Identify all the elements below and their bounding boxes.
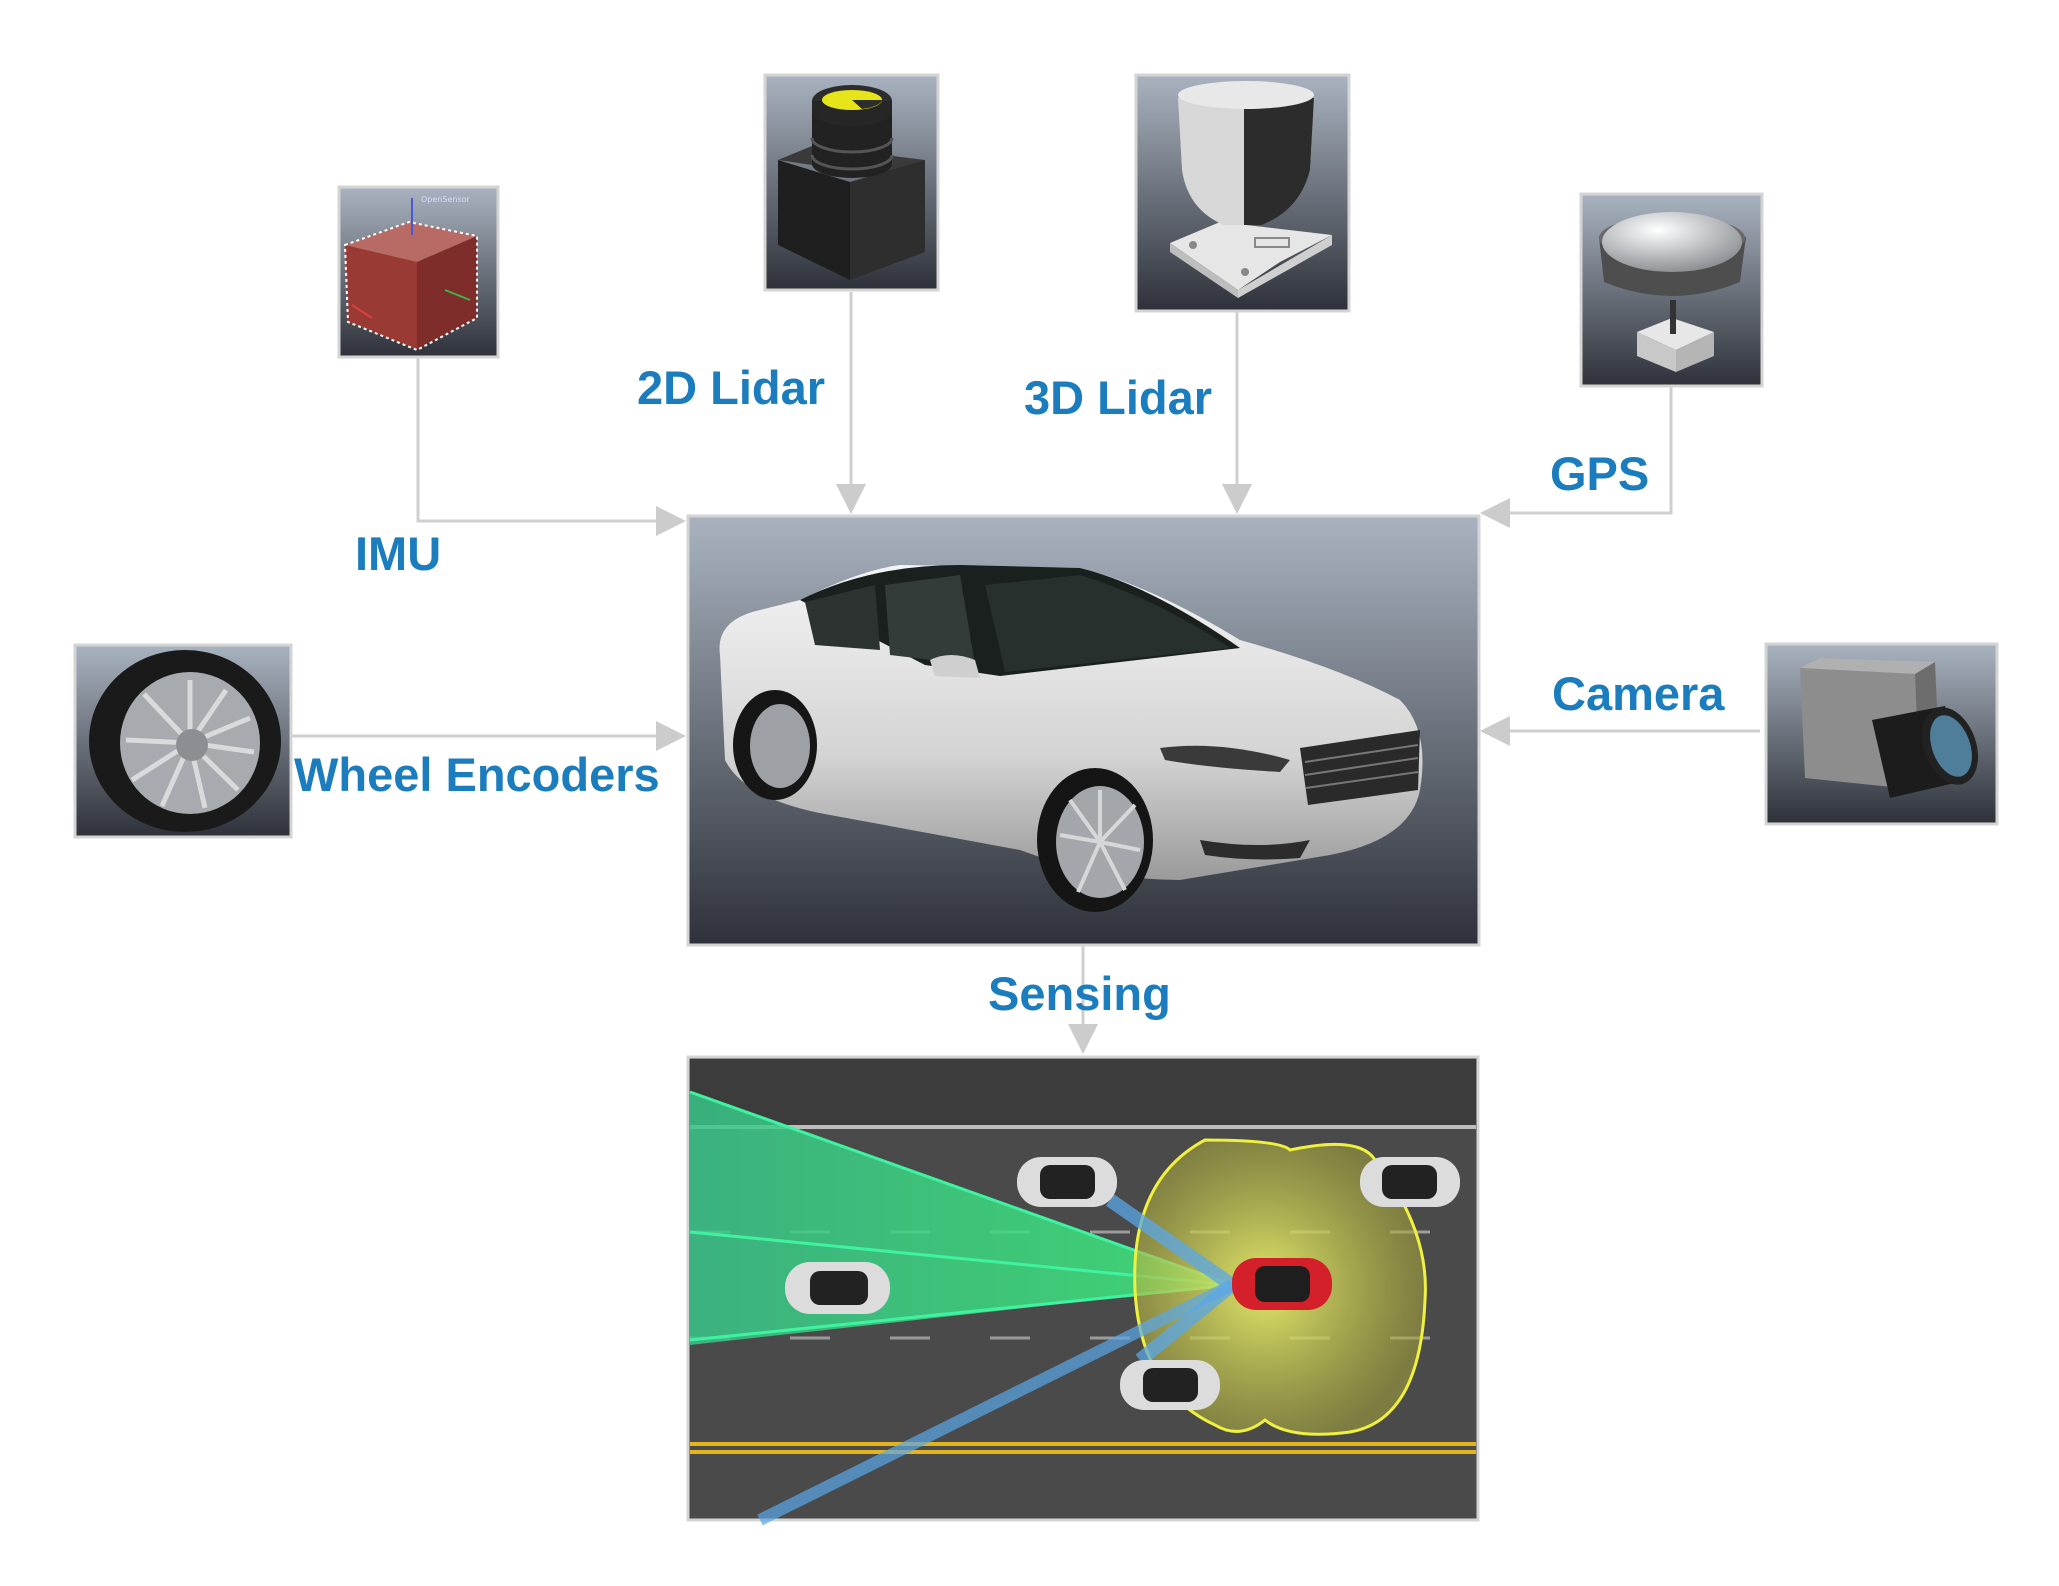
- gps-panel: [1579, 192, 1764, 388]
- scene-car: [785, 1262, 890, 1314]
- imu-cube-icon: [343, 198, 478, 352]
- gps-antenna-icon: [1599, 212, 1746, 372]
- lidar3d-panel: [1134, 73, 1351, 313]
- imu-label: IMU: [355, 527, 442, 580]
- lidar-3d-icon: [1170, 81, 1332, 298]
- gps-connector: [1480, 386, 1673, 528]
- road-scene-panel: [686, 1055, 1480, 1526]
- lidar-2d-icon: [778, 85, 925, 280]
- camera-label: Camera: [1552, 667, 1725, 720]
- camera-icon: [1800, 658, 1979, 798]
- lidar3d-label: 3D Lidar: [1024, 371, 1213, 424]
- ego-car: [1232, 1258, 1332, 1310]
- connectors: [291, 292, 1760, 1054]
- wheel-encoders-label: Wheel Encoders: [294, 748, 660, 801]
- lidar2d-label: 2D Lidar: [637, 361, 826, 414]
- lidar2d-panel: [763, 73, 940, 292]
- wheel-panel: [73, 643, 293, 839]
- camera-panel: [1764, 642, 1999, 826]
- sensing-label: Sensing: [988, 967, 1171, 1020]
- car-panel: [686, 514, 1481, 947]
- scene-car: [1017, 1157, 1117, 1207]
- imu-panel: [337, 185, 500, 359]
- scene-car: [1120, 1360, 1220, 1410]
- scene-car: [1360, 1157, 1460, 1207]
- imu-connector: [416, 356, 686, 536]
- gps-label: GPS: [1550, 447, 1650, 500]
- wheel-icon: [89, 650, 281, 832]
- imu-overlay-text: OpenSensor: [421, 195, 470, 204]
- road-scene-icon: [689, 1059, 1476, 1526]
- car-icon: [719, 565, 1423, 912]
